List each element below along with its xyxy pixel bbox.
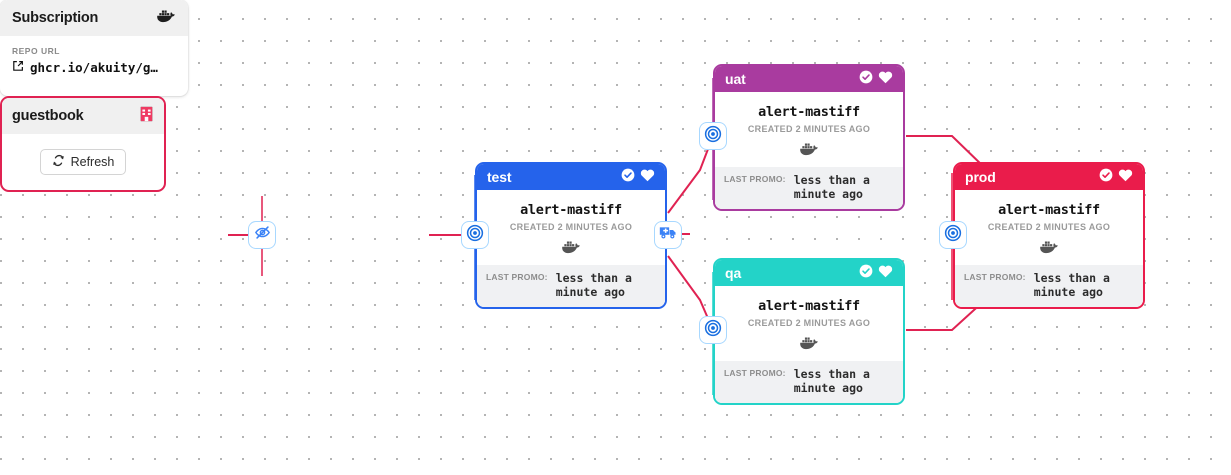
freight-name: alert-mastiff: [998, 202, 1100, 218]
delivery-truck-icon: [659, 225, 677, 245]
stage-name-test: test: [487, 169, 512, 185]
bullseye-icon: [944, 224, 962, 247]
freight-name: alert-mastiff: [758, 104, 860, 120]
warehouse-title: guestbook: [12, 108, 84, 124]
check-circle-icon[interactable]: [859, 70, 873, 89]
bullseye-icon: [466, 224, 484, 247]
last-promo-label: LAST PROMO:: [724, 368, 786, 378]
qa-promote-badge[interactable]: [699, 316, 727, 344]
heart-icon[interactable]: [878, 70, 893, 89]
stage-footer-prod: LAST PROMO: less than a minute ago: [955, 265, 1143, 307]
subscription-title: Subscription: [12, 10, 99, 26]
stage-body-uat: alert-mastiff CREATED 2 MINUTES AGO: [715, 92, 903, 167]
stage-header-qa: qa: [715, 260, 903, 286]
warehouse-icon: [139, 106, 154, 127]
refresh-button[interactable]: Refresh: [39, 149, 127, 175]
docker-whale-icon: [963, 239, 1135, 255]
prod-promote-badge[interactable]: [939, 221, 967, 249]
bullseye-icon: [704, 319, 722, 342]
stage-name-uat: uat: [725, 71, 746, 87]
freight-created-text: CREATED 2 MINUTES AGO: [509, 222, 633, 232]
sync-icon: [52, 154, 65, 170]
freight-created-text: CREATED 2 MINUTES AGO: [747, 318, 871, 328]
docker-whale-icon: [723, 335, 895, 351]
last-promo-value: less than a minute ago: [793, 367, 870, 396]
warehouse-card-guestbook[interactable]: guestbook: [0, 96, 166, 192]
stage-name-prod: prod: [965, 169, 996, 185]
stage-card-prod[interactable]: prod alert-mastiff CREATED 2 MINUTES AGO: [953, 162, 1145, 309]
warehouse-card-header: guestbook: [2, 98, 164, 134]
stage-footer-qa: LAST PROMO: less than a minute ago: [715, 361, 903, 403]
check-circle-icon[interactable]: [1099, 168, 1113, 187]
freight-name: alert-mastiff: [758, 298, 860, 314]
last-promo-label: LAST PROMO:: [724, 174, 786, 184]
stage-header-prod: prod: [955, 164, 1143, 190]
heart-icon[interactable]: [640, 168, 655, 187]
uat-promote-badge[interactable]: [699, 122, 727, 150]
last-promo-value: less than a minute ago: [1033, 271, 1110, 300]
stage-body-qa: alert-mastiff CREATED 2 MINUTES AGO: [715, 286, 903, 361]
docker-whale-icon: [485, 239, 657, 255]
test-promote-downstream-badge[interactable]: [654, 221, 682, 249]
stage-footer-test: LAST PROMO: less than a minute ago: [477, 265, 665, 307]
heart-icon[interactable]: [1118, 168, 1133, 187]
test-promote-badge[interactable]: [461, 221, 489, 249]
freight-created-text: CREATED 2 MINUTES AGO: [987, 222, 1111, 232]
freight-created-text: CREATED 2 MINUTES AGO: [747, 124, 871, 134]
docker-whale-icon: [157, 8, 176, 29]
bullseye-icon: [704, 125, 722, 148]
subscription-card-header: Subscription: [0, 0, 188, 36]
check-circle-icon[interactable]: [621, 168, 635, 187]
docker-whale-icon: [723, 141, 895, 157]
stage-body-test: alert-mastiff CREATED 2 MINUTES AGO: [477, 190, 665, 265]
stage-header-test: test: [477, 164, 665, 190]
external-link-icon: [12, 60, 24, 75]
hide-subscription-badge[interactable]: [248, 221, 276, 249]
eye-slash-icon: [254, 224, 271, 246]
stage-body-prod: alert-mastiff CREATED 2 MINUTES AGO: [955, 190, 1143, 265]
refresh-button-label: Refresh: [70, 155, 115, 169]
stage-card-test[interactable]: test alert-mastiff CREATED 2 MINUTES AGO: [475, 162, 667, 309]
last-promo-value: less than a minute ago: [555, 271, 632, 300]
subscription-card-body: REPO URL ghcr.io/akuity/g…: [0, 36, 188, 75]
repo-url-value: ghcr.io/akuity/g…: [30, 60, 158, 75]
repo-url-row[interactable]: ghcr.io/akuity/g…: [12, 60, 176, 75]
last-promo-label: LAST PROMO:: [964, 272, 1026, 282]
repo-url-label: REPO URL: [12, 46, 60, 56]
stage-card-uat[interactable]: uat alert-mastiff CREATED 2 MINUTES AGO: [713, 64, 905, 211]
last-promo-value: less than a minute ago: [793, 173, 870, 202]
subscription-card[interactable]: Subscription REPO URL ghcr.io/akuity/g…: [0, 0, 188, 96]
warehouse-card-body: Refresh: [2, 134, 164, 190]
stage-name-qa: qa: [725, 265, 742, 281]
check-circle-icon[interactable]: [859, 264, 873, 283]
freight-name: alert-mastiff: [520, 202, 622, 218]
stage-header-uat: uat: [715, 66, 903, 92]
heart-icon[interactable]: [878, 264, 893, 283]
stage-card-qa[interactable]: qa alert-mastiff CREATED 2 MINUTES AGO: [713, 258, 905, 405]
stage-footer-uat: LAST PROMO: less than a minute ago: [715, 167, 903, 209]
last-promo-label: LAST PROMO:: [486, 272, 548, 282]
